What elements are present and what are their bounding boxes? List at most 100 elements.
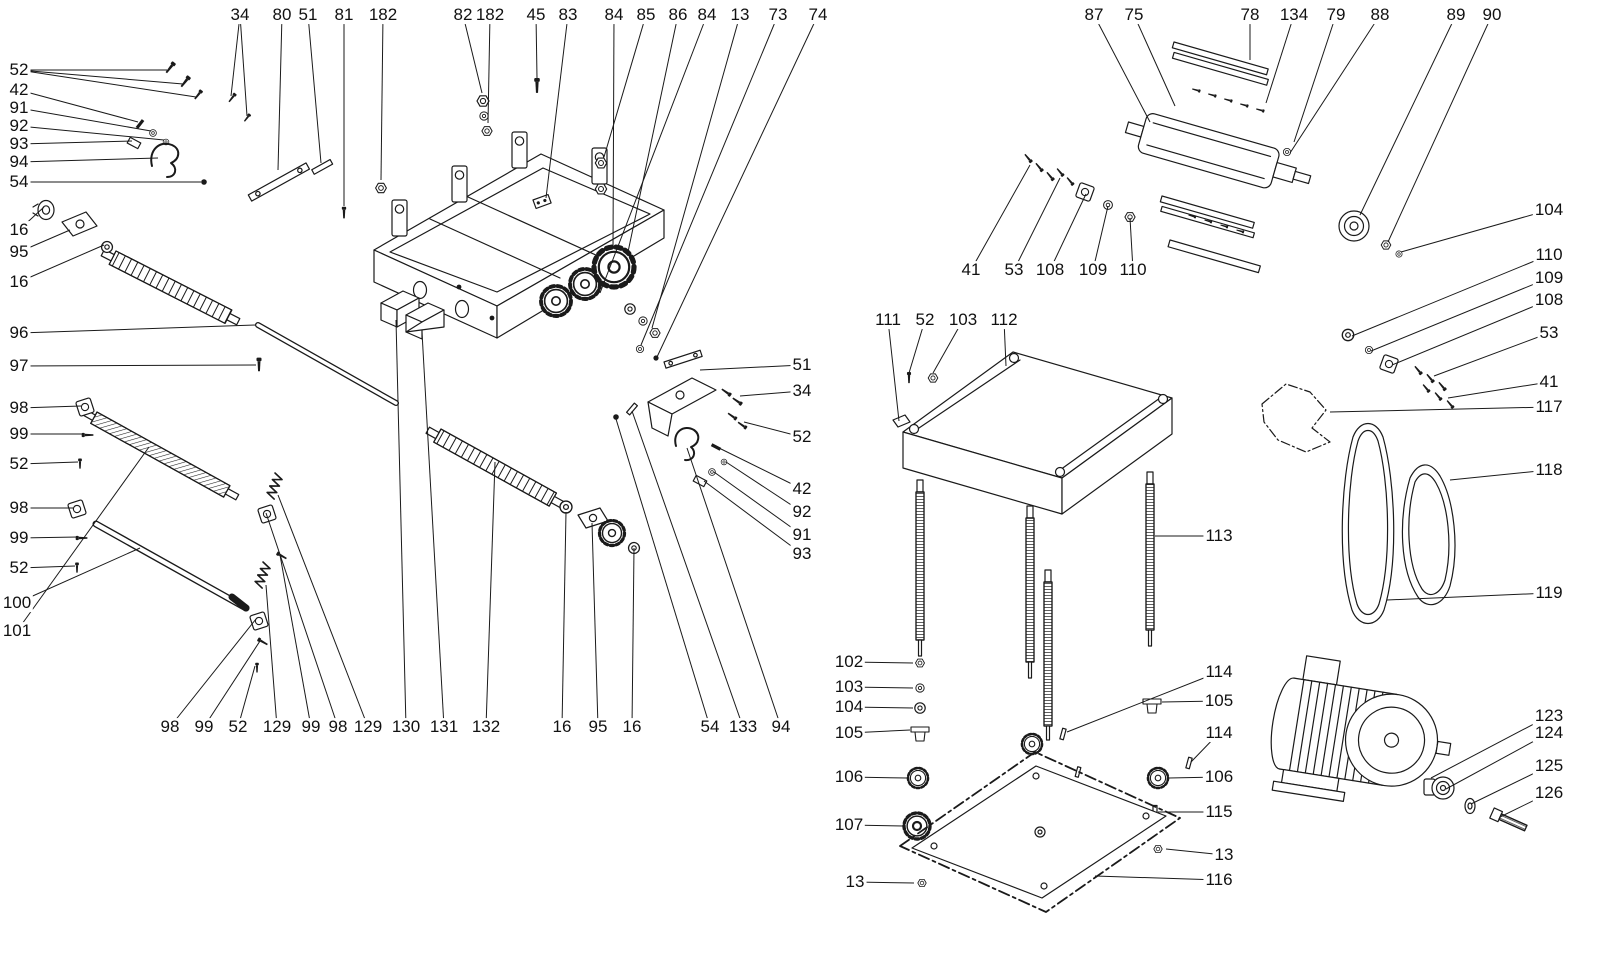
part-label-114-99: 114 xyxy=(1203,723,1235,743)
leader-line xyxy=(631,547,635,728)
part-label-34-0: 34 xyxy=(228,5,252,25)
clip-drawing xyxy=(892,414,911,428)
leader-line xyxy=(970,164,1031,271)
part-label-109-70: 109 xyxy=(1076,260,1110,280)
part-label-98-28: 98 xyxy=(7,398,31,418)
part-label-108-69: 108 xyxy=(1033,260,1067,280)
part-label-93-20: 93 xyxy=(7,134,31,154)
leader-line xyxy=(18,324,257,334)
part-label-124-82: 124 xyxy=(1532,723,1566,743)
part-label-100-34: 100 xyxy=(0,593,34,613)
part-label-91-18: 91 xyxy=(7,98,31,118)
part-label-105-92: 105 xyxy=(832,723,866,743)
part-label-13-13: 13 xyxy=(728,5,752,25)
leader-line xyxy=(1351,254,1550,337)
leader-line xyxy=(16,547,141,604)
part-label-98-41: 98 xyxy=(326,717,350,737)
part-label-102-89: 102 xyxy=(832,652,866,672)
cutterblock-assembly-drawing xyxy=(1124,41,1403,274)
lower-sprocket-row xyxy=(559,500,641,555)
infeed-roller-drawing xyxy=(100,248,241,326)
leader-line xyxy=(1449,469,1550,481)
part-label-107-94: 107 xyxy=(832,815,866,835)
leader-line xyxy=(627,14,679,253)
leader-line xyxy=(612,14,615,248)
roller-shaft-drawing xyxy=(92,520,250,612)
leader-line xyxy=(699,364,803,371)
part-label-123-81: 123 xyxy=(1532,706,1566,726)
leader-line xyxy=(421,331,445,728)
leader-line xyxy=(237,665,256,728)
part-label-92-19: 92 xyxy=(7,116,31,136)
part-label-110-71: 110 xyxy=(1117,260,1149,280)
part-label-116-103: 116 xyxy=(1203,870,1235,890)
part-label-108-75: 108 xyxy=(1532,290,1566,310)
leader-line xyxy=(1066,671,1220,733)
part-label-112-88: 112 xyxy=(988,310,1020,330)
leader-line xyxy=(279,554,312,728)
leader-line xyxy=(395,319,407,728)
part-label-134-62: 134 xyxy=(1277,5,1311,25)
leader-line xyxy=(1430,715,1550,779)
part-label-16-23: 16 xyxy=(7,220,31,240)
leader-line xyxy=(18,244,105,283)
part-label-52-16: 52 xyxy=(7,60,31,80)
leader-line xyxy=(277,14,283,171)
part-label-84-12: 84 xyxy=(695,5,719,25)
part-label-182-4: 182 xyxy=(366,5,400,25)
part-label-118-79: 118 xyxy=(1533,460,1565,480)
leader-line xyxy=(887,319,900,422)
leader-line xyxy=(651,14,741,329)
part-label-94-21: 94 xyxy=(7,152,31,172)
leader-line xyxy=(725,461,803,513)
leader-line xyxy=(307,14,322,164)
part-label-74-15: 74 xyxy=(806,5,830,25)
leader-line xyxy=(640,14,779,346)
part-label-99-40: 99 xyxy=(299,717,323,737)
belt-tensioner-drawing xyxy=(1261,383,1331,453)
leader-line xyxy=(169,618,257,728)
leader-line xyxy=(1391,299,1550,366)
chain-loop xyxy=(899,751,1181,913)
leader-line xyxy=(1386,592,1550,601)
leader-line xyxy=(265,512,339,728)
leader-line xyxy=(1093,14,1151,123)
leader-line xyxy=(1387,14,1493,243)
part-label-98-31: 98 xyxy=(7,498,31,518)
leader-line xyxy=(462,14,483,94)
leader-line xyxy=(203,640,261,728)
part-label-13-102: 13 xyxy=(1212,845,1236,865)
part-label-182-6: 182 xyxy=(473,5,507,25)
part-label-75-60: 75 xyxy=(1122,5,1146,25)
leader-line xyxy=(277,494,369,728)
lever-bar-drawing xyxy=(247,162,311,202)
leader-line xyxy=(1289,14,1381,154)
part-label-98-36: 98 xyxy=(158,717,182,737)
part-label-82-5: 82 xyxy=(451,5,475,25)
part-label-96-26: 96 xyxy=(7,323,31,343)
leader-line xyxy=(18,69,184,85)
part-label-92-56: 92 xyxy=(790,502,814,522)
part-label-129-42: 129 xyxy=(351,717,385,737)
leader-line xyxy=(1400,209,1550,253)
leader-line xyxy=(18,107,152,132)
part-label-110-73: 110 xyxy=(1533,245,1565,265)
leader-line xyxy=(713,471,803,536)
part-label-131-44: 131 xyxy=(427,717,461,737)
leader-line xyxy=(18,157,159,163)
part-label-94-51: 94 xyxy=(769,717,793,737)
part-label-16-25: 16 xyxy=(7,272,31,292)
part-label-80-1: 80 xyxy=(270,5,294,25)
part-label-54-49: 54 xyxy=(698,717,722,737)
leader-line xyxy=(1293,14,1337,143)
leader-line xyxy=(18,140,133,145)
part-label-117-78: 117 xyxy=(1533,397,1565,417)
left-small-parts xyxy=(32,60,608,372)
leader-line xyxy=(603,14,647,158)
part-label-105-98: 105 xyxy=(1202,691,1236,711)
part-label-41-77: 41 xyxy=(1537,372,1561,392)
part-label-125-83: 125 xyxy=(1532,756,1566,776)
bottom-plate xyxy=(911,765,1167,899)
